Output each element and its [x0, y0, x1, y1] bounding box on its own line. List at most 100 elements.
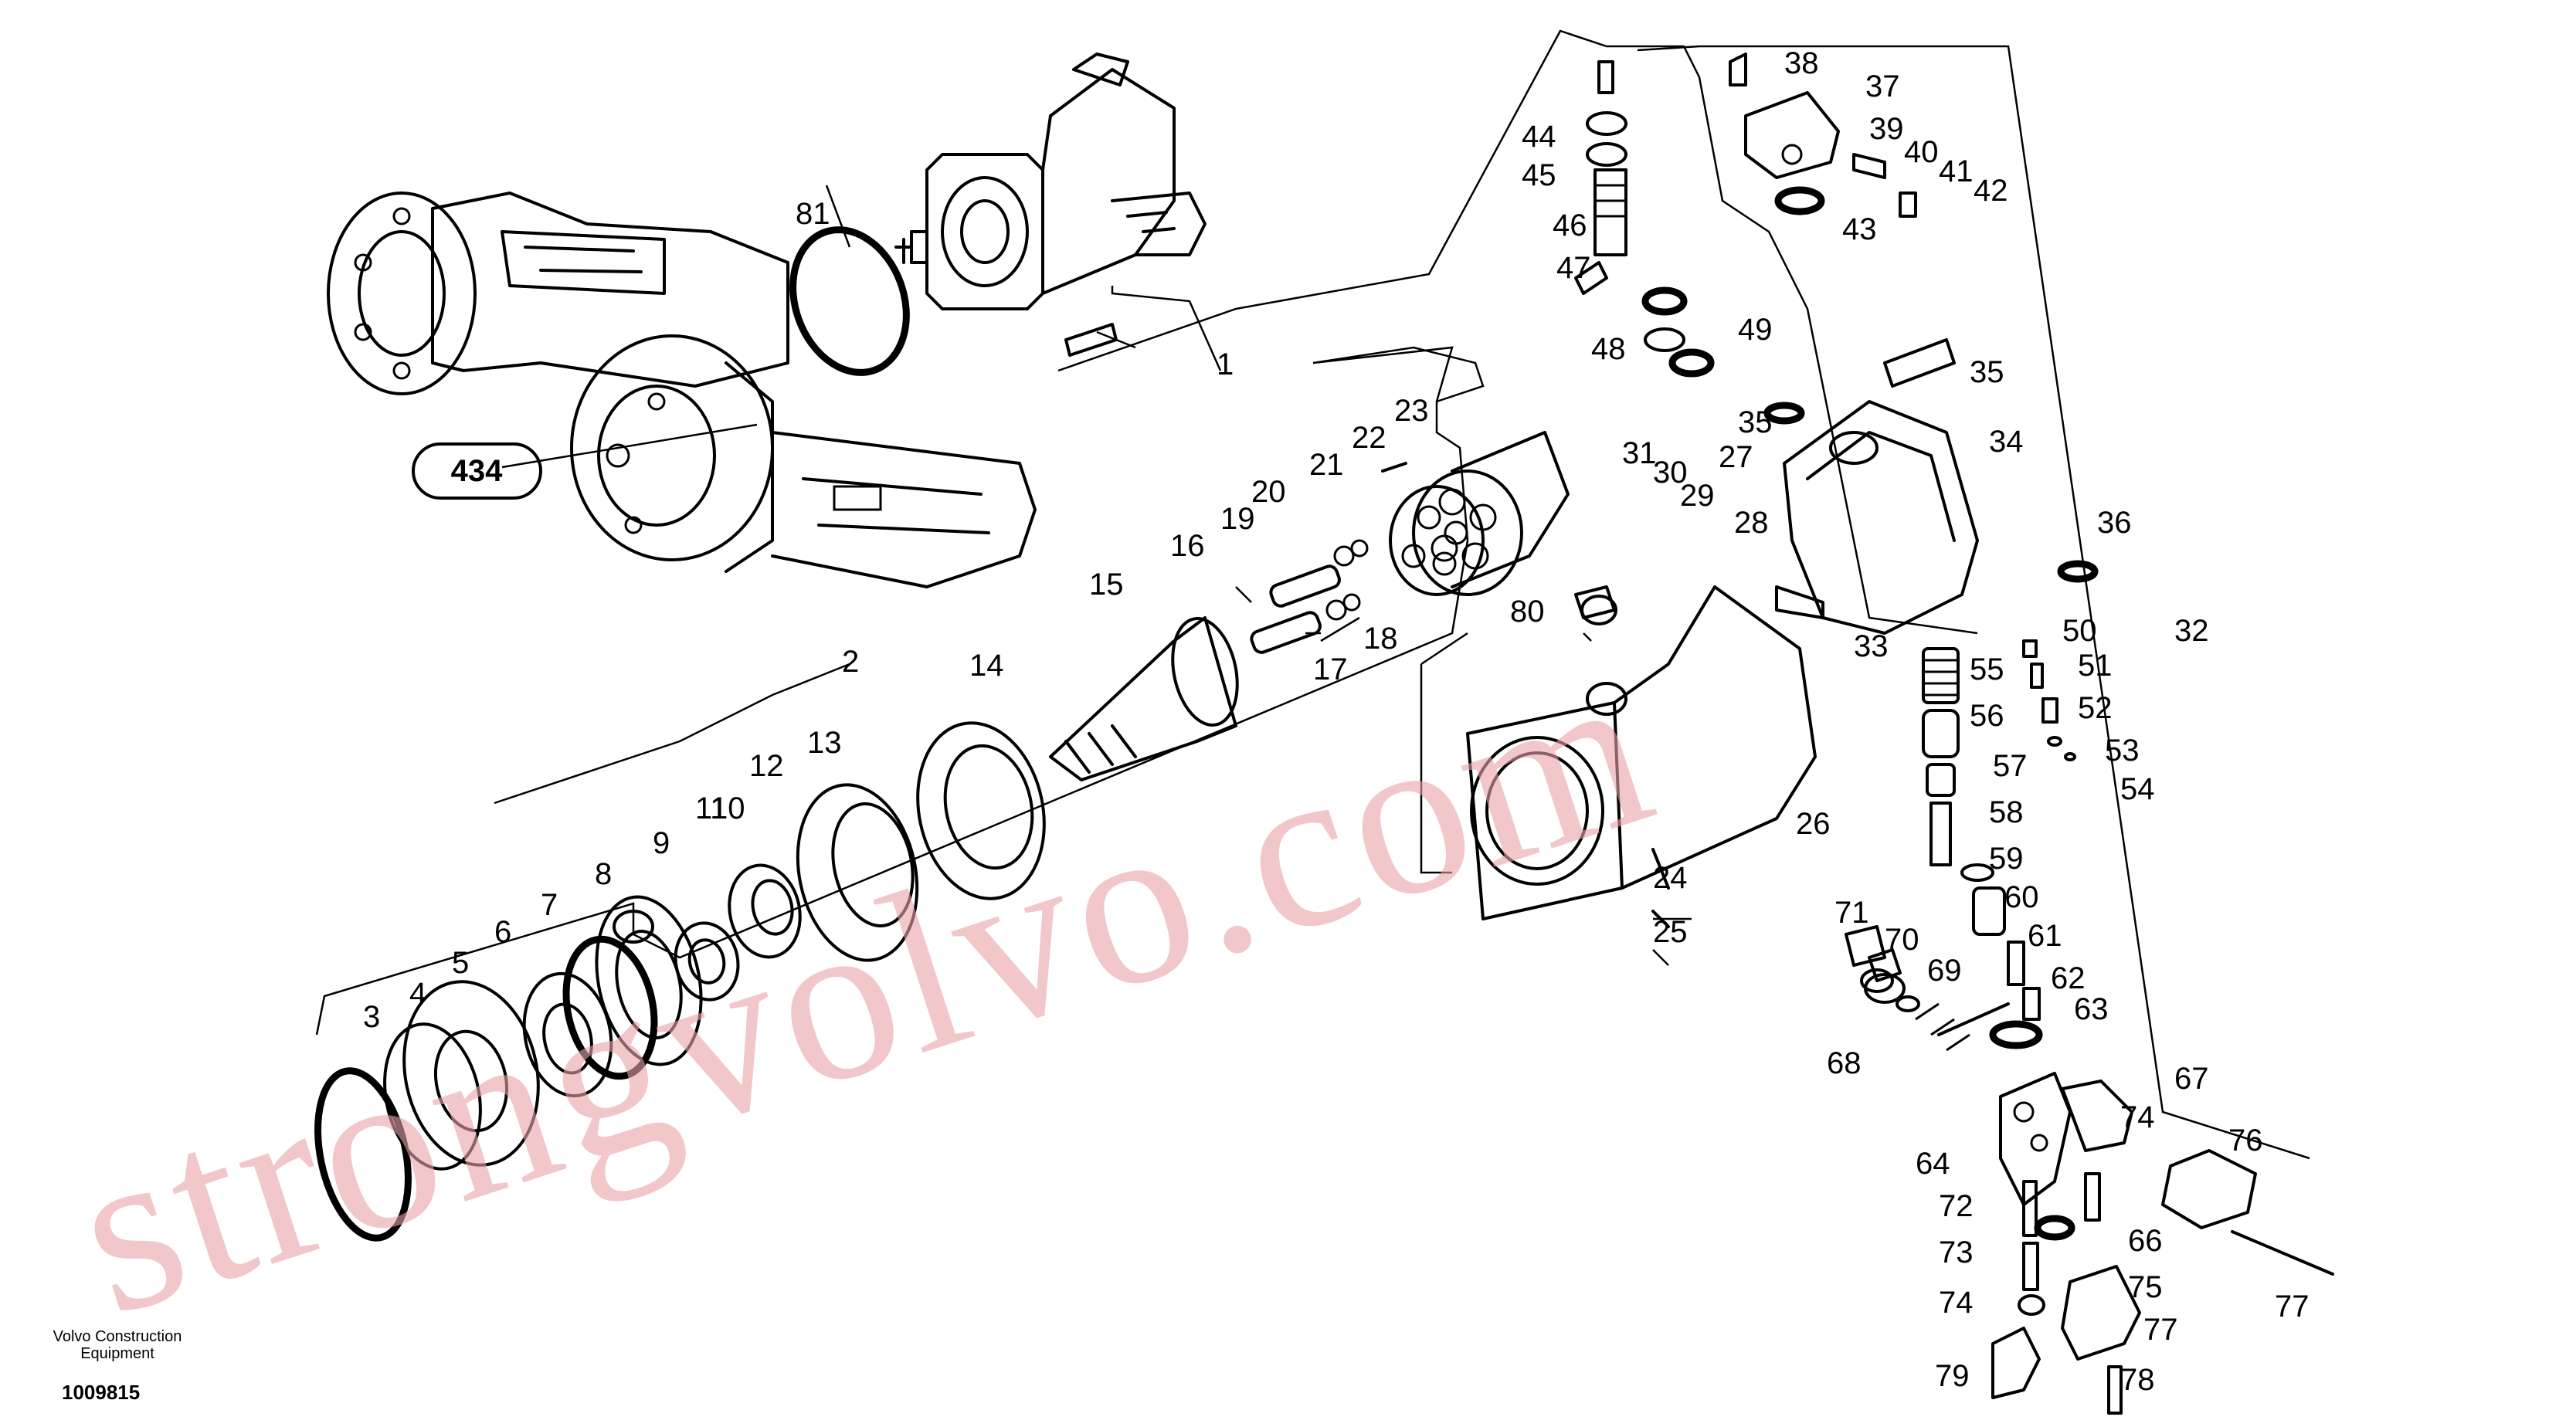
part-number: 16	[1170, 529, 1205, 563]
part-number: 31	[1622, 436, 1657, 470]
part-number: 23	[1394, 394, 1429, 428]
part-number: 52	[2078, 691, 2113, 725]
part-number: 76	[2228, 1124, 2263, 1158]
motor-assembly	[894, 53, 1207, 310]
part-number: 12	[749, 749, 784, 783]
bolt-81	[1064, 323, 1118, 357]
part-number: 15	[1089, 568, 1124, 602]
part-number: 80	[1510, 595, 1545, 629]
group-outline-31	[1637, 45, 2310, 1160]
part-number: 35	[1738, 405, 1773, 439]
part-number: 22	[1352, 421, 1386, 455]
part-number: 41	[1939, 154, 1974, 188]
part-number: 27	[1719, 440, 1753, 474]
o-ring-80	[789, 226, 910, 376]
part-number: 14	[969, 649, 1004, 683]
part-number: 42	[1974, 174, 2008, 208]
part-number: 18	[1363, 622, 1398, 656]
part-number: 17	[1313, 652, 1348, 686]
drive-shaft	[1049, 616, 1239, 781]
watermark: strongvolvo.com	[48, 615, 1681, 1364]
part-number: 24	[1653, 861, 1688, 895]
part-number: 77	[2275, 1290, 2310, 1324]
part-number: 51	[2078, 649, 2113, 683]
plug-79	[1574, 585, 1616, 619]
part-number: 58	[1989, 795, 2024, 829]
part-number: 29	[1680, 479, 1715, 513]
axle-assembly	[327, 192, 1037, 588]
drawing-code: 1009815	[62, 1381, 141, 1404]
part-number: 48	[1591, 332, 1626, 366]
port-plate	[1775, 338, 1979, 635]
part-number: 33	[1854, 629, 1889, 663]
part-number: 20	[1251, 475, 1286, 509]
part-number: 30	[1653, 456, 1688, 490]
part-number: 57	[1993, 749, 2028, 783]
control-block	[1845, 925, 2334, 1415]
part-number: 66	[2128, 1224, 2163, 1258]
valve-stack-right	[1922, 639, 2076, 1049]
leader-lines	[494, 185, 1692, 966]
part-number: 6	[494, 915, 511, 949]
group-outline-1	[1057, 29, 1978, 635]
part-number: 63	[2074, 992, 2109, 1026]
part-number: 54	[2120, 772, 2155, 806]
part-number: 67	[2174, 1062, 2209, 1096]
part-number: 19	[1220, 502, 1255, 536]
part-number: 2	[842, 645, 859, 679]
part-number: 64	[1916, 1147, 1950, 1181]
part-number: 74	[1939, 1286, 1974, 1320]
part-number: 28	[1734, 506, 1769, 540]
part-number: 81	[796, 197, 830, 231]
part-number: 47	[1556, 251, 1591, 285]
footer-brand: Volvo Construction Equipment	[40, 1328, 195, 1362]
part-number: 45	[1522, 158, 1556, 192]
part-number: 26	[1796, 807, 1831, 841]
reference-box	[412, 442, 542, 500]
part-number: 75	[2128, 1270, 2163, 1304]
part-number: 25	[1653, 915, 1688, 949]
part-number: 72	[1939, 1189, 1974, 1223]
part-number: 11	[695, 791, 728, 825]
brand-line-2: Equipment	[80, 1345, 154, 1362]
part-number: 74	[2120, 1100, 2155, 1134]
part-number: 61	[2028, 919, 2062, 953]
part-number: 5	[452, 946, 469, 980]
brand-line-1: Volvo Construction	[53, 1328, 182, 1345]
rotary-group	[1250, 431, 1570, 654]
part-number: 40	[1904, 135, 1939, 169]
part-number: 73	[1939, 1235, 1974, 1269]
group-outline-2	[315, 346, 1485, 1036]
part-number: 32	[2174, 614, 2209, 648]
reference-label: 434	[451, 454, 503, 488]
part-number: 78	[2120, 1363, 2155, 1397]
part-number: 43	[1842, 212, 1877, 246]
part-number: 60	[2004, 880, 2039, 914]
part-number: 38	[1784, 46, 1819, 80]
part-numbers: 1 2 3 4 5 6 7 8 9 10 11 12 13 14 15 16 1…	[363, 46, 2310, 1397]
part-number: 34	[1989, 425, 2024, 459]
part-number: 70	[1885, 923, 1919, 957]
part-number: 77	[2143, 1313, 2178, 1347]
part-number: 62	[2051, 961, 2086, 995]
part-number: 69	[1927, 954, 1962, 988]
part-number: 39	[1869, 112, 1904, 146]
part-number: 37	[1865, 69, 1900, 103]
part-number: 36	[2097, 506, 2132, 540]
bearing-stack	[314, 721, 1046, 1242]
part-number: 49	[1738, 313, 1773, 347]
part-number: 44	[1522, 120, 1556, 154]
part-number: 55	[1970, 652, 2004, 686]
part-number: 3	[363, 1000, 380, 1034]
valve-parts-top	[1574, 53, 2099, 583]
part-number: 68	[1827, 1046, 1862, 1080]
part-number: 46	[1553, 208, 1587, 242]
part-number: 21	[1309, 448, 1344, 482]
part-number: 35	[1970, 355, 2004, 389]
part-number: 71	[1834, 896, 1869, 930]
part-number: 59	[1989, 842, 2024, 876]
part-number: 10	[711, 791, 745, 825]
part-number: 13	[807, 726, 842, 760]
part-number: 8	[595, 857, 612, 891]
